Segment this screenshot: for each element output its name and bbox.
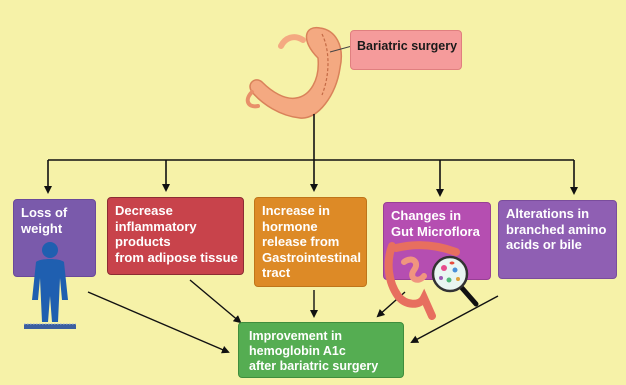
magnifier-icon bbox=[433, 257, 476, 304]
human-body-icon bbox=[24, 242, 76, 329]
